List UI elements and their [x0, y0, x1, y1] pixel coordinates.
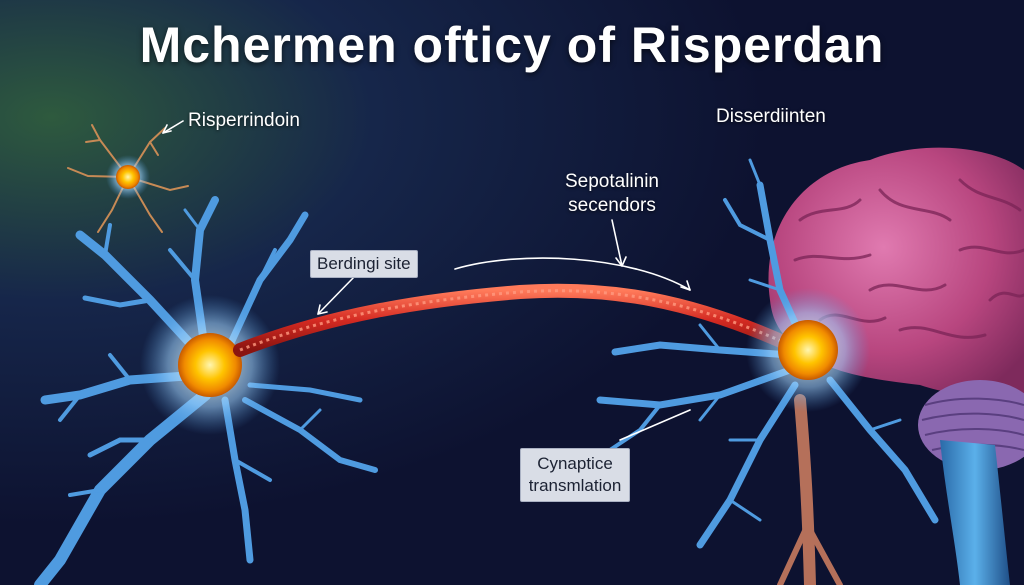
- sepotalinin-line2: secendors: [568, 195, 656, 216]
- binding-site-arrow: [317, 275, 356, 315]
- secendors-arrow: [611, 219, 623, 267]
- left-neuron-soma: [178, 333, 242, 397]
- disserdinten-label: Disserdiinten: [716, 106, 826, 127]
- sepotalinin-line1: Sepotalinin: [564, 171, 660, 192]
- transport-arc: [454, 257, 691, 291]
- sepotalinin-label: Sepotalinin secendors: [548, 170, 676, 218]
- page-title: Mchermen ofticy of Risperdan: [139, 17, 885, 73]
- risperindoin-label: Risperrindoin: [188, 110, 300, 131]
- cynaptic-line1: Cynaptice: [537, 454, 613, 473]
- binding-site-label: Berdingi site: [310, 250, 418, 278]
- risperindoin-arrow: [162, 120, 184, 134]
- right-neuron-axon: [794, 394, 816, 585]
- cynaptic-arrow: [619, 409, 691, 441]
- cynaptic-transmission-label: Cynaptice transmlation: [520, 448, 630, 502]
- annotation-arrows: [162, 120, 691, 441]
- right-neuron-soma: [778, 320, 838, 380]
- cynaptic-line2: transmlation: [528, 476, 622, 495]
